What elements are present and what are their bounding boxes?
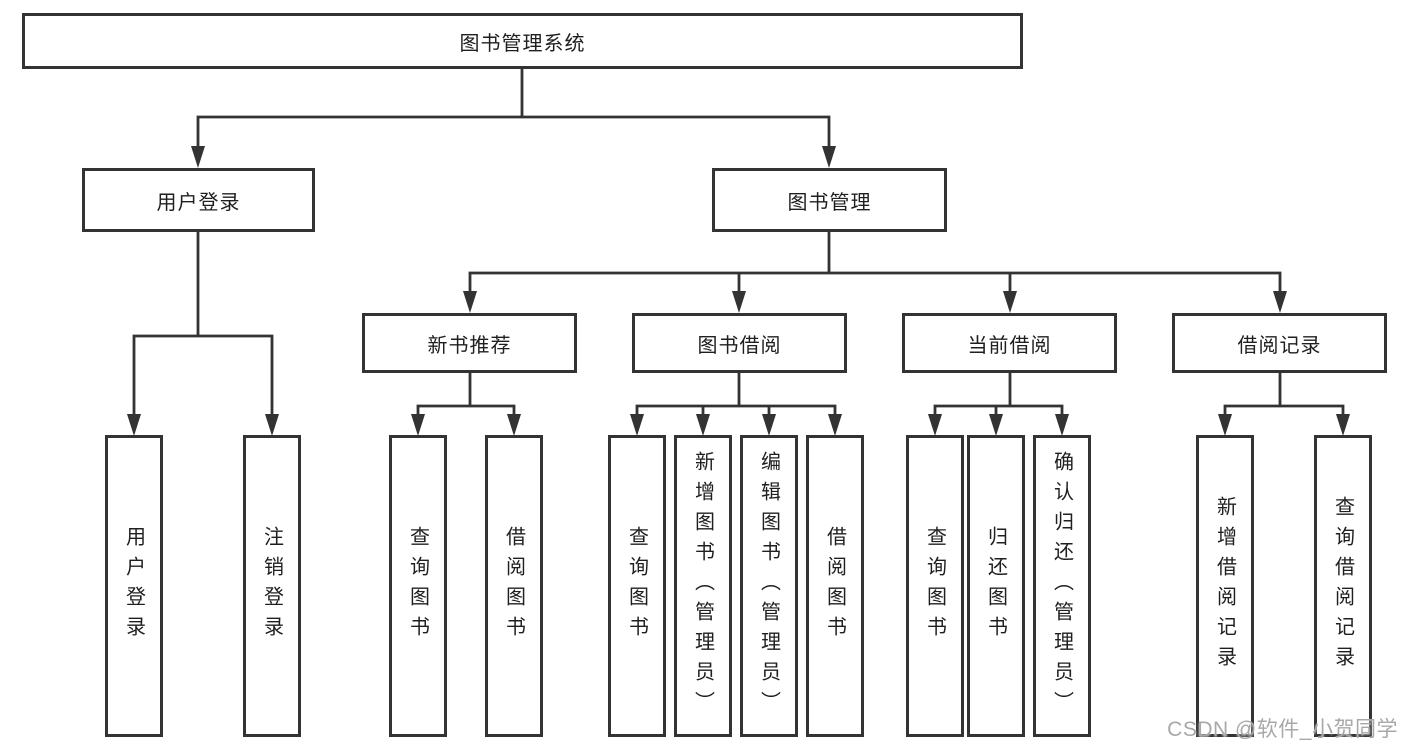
node-user-login: 用户登录 [82,168,315,232]
leaf-borrowing-borrow-books: 借阅图书 [806,435,864,737]
node-current-borrowing: 当前借阅 [902,313,1117,373]
leaf-logout: 注销登录 [243,435,301,737]
leaf-current-confirm-return-admin: 确认归还（管理员） [1033,435,1091,737]
leaf-recommend-query-books: 查询图书 [389,435,447,737]
node-library-management-system: 图书管理系统 [22,13,1023,69]
leaf-records-add-record: 新增借阅记录 [1196,435,1254,737]
leaf-recommend-borrow-books: 借阅图书 [485,435,543,737]
leaf-borrowing-edit-books-admin: 编辑图书（管理员） [740,435,798,737]
node-new-book-recommend: 新书推荐 [362,313,577,373]
leaf-current-query-books: 查询图书 [906,435,964,737]
leaf-records-query-record: 查询借阅记录 [1314,435,1372,737]
leaf-current-return-books: 归还图书 [967,435,1025,737]
leaf-user-login: 用户登录 [105,435,163,737]
node-borrowing-records: 借阅记录 [1172,313,1387,373]
leaf-borrowing-add-books-admin: 新增图书（管理员） [674,435,732,737]
node-book-borrowing: 图书借阅 [632,313,847,373]
node-book-management: 图书管理 [712,168,947,232]
watermark-text: CSDN @软件_小贺同学 [1167,718,1398,741]
leaf-borrowing-query-books: 查询图书 [608,435,666,737]
